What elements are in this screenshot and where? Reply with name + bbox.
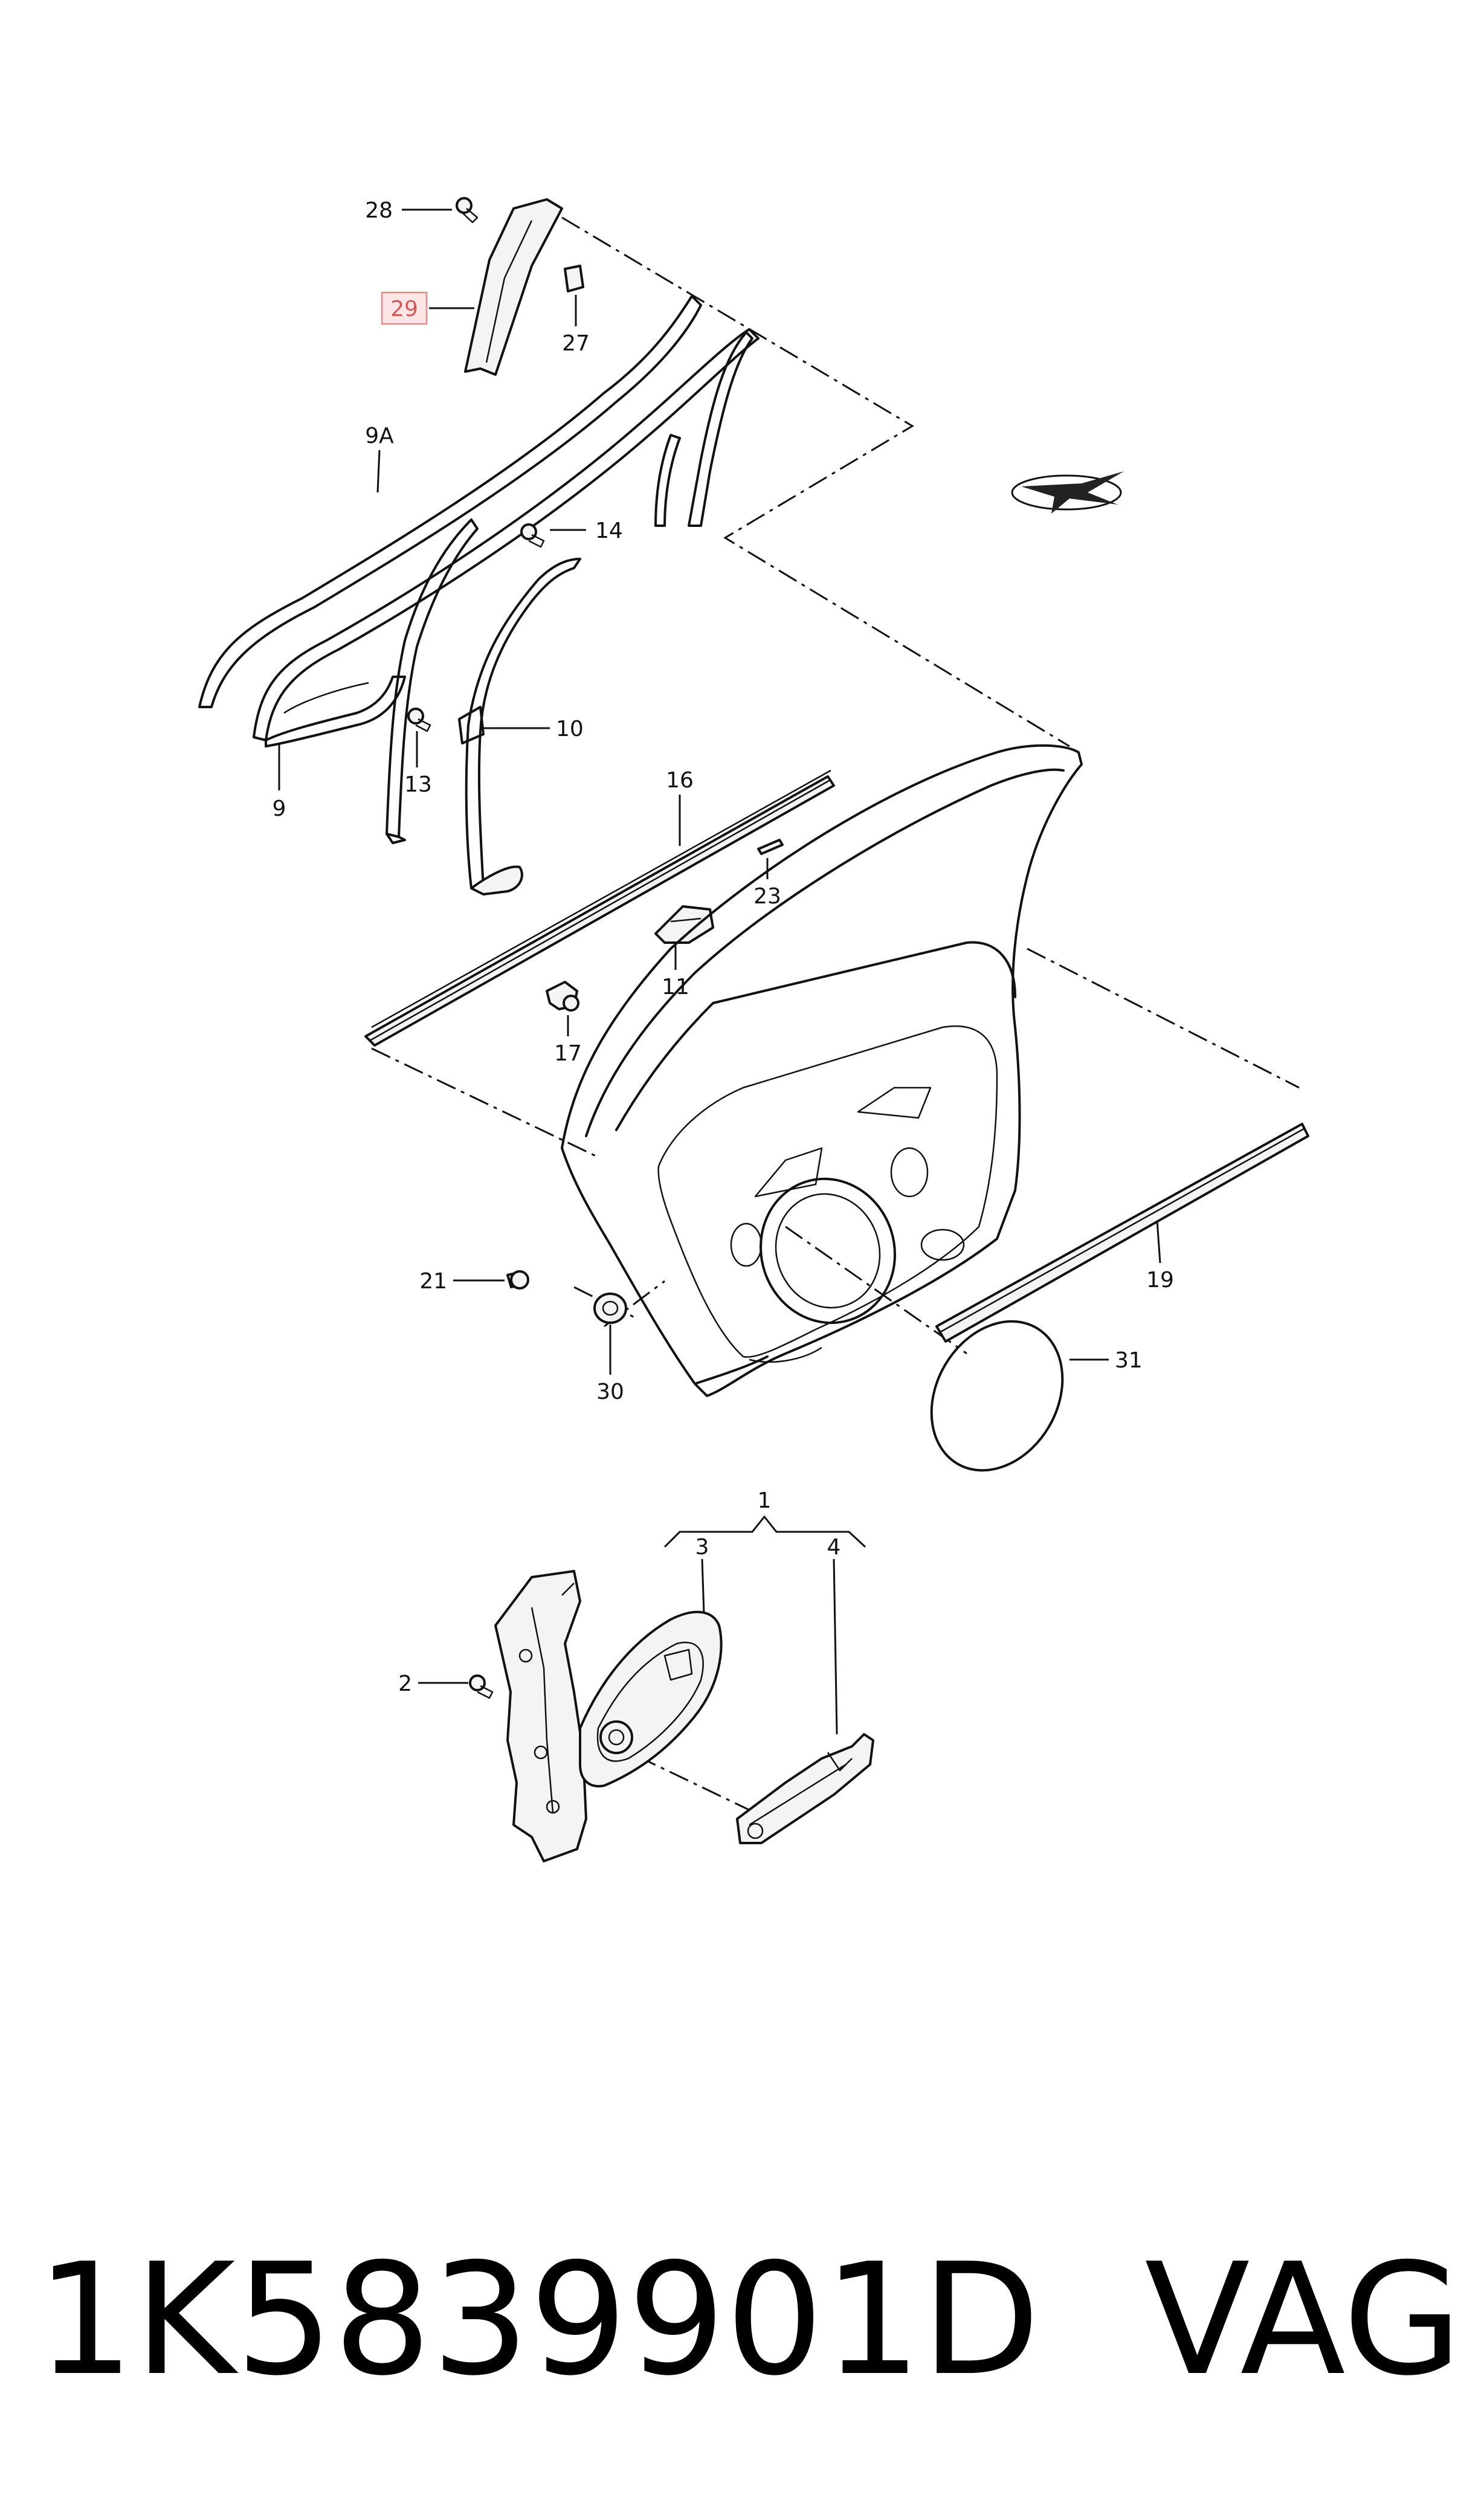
callout-31: 31 — [1115, 1348, 1143, 1373]
callout-21: 21 — [419, 1269, 447, 1294]
callout-23: 23 — [753, 884, 781, 909]
callout-10: 10 — [556, 717, 584, 741]
regulator-rail — [494, 1570, 587, 1862]
callout-27: 27 — [562, 331, 590, 356]
regulator-motor-4 — [736, 1733, 874, 1844]
callout-13: 13 — [404, 772, 432, 797]
brand-label: VAG — [1144, 2230, 1462, 2410]
screw-28 — [456, 197, 479, 224]
guide-rail-10 — [458, 558, 581, 896]
assembly-lines — [371, 216, 1300, 1814]
door-shell — [561, 744, 1083, 1397]
callout-1: 1 — [758, 1488, 772, 1513]
leader-lines — [278, 208, 1161, 1735]
callout-2: 2 — [398, 1671, 412, 1696]
window-trim-29 — [464, 198, 563, 376]
door-frame-seal-9 — [253, 328, 760, 747]
bracket-11 — [654, 905, 714, 944]
window-seal-9a — [198, 295, 702, 708]
callout-4: 4 — [827, 1535, 841, 1560]
callout-29-highlight — [381, 291, 428, 325]
part-number: 1K5839901D — [36, 2230, 1040, 2410]
screw-14 — [520, 523, 545, 548]
clip-17 — [546, 981, 579, 1012]
callout-17: 17 — [554, 1041, 582, 1066]
callout-30: 30 — [596, 1380, 624, 1404]
callout-28: 28 — [365, 198, 393, 223]
callout-9: 9 — [273, 796, 286, 821]
callout-9a: 9A — [365, 424, 394, 448]
screw-21 — [506, 1270, 529, 1290]
manufacturer-logo-icon — [1011, 471, 1124, 514]
footer: 1K5839901D VAG — [36, 2224, 1462, 2417]
callout-14: 14 — [595, 518, 623, 543]
callout-19: 19 — [1146, 1268, 1174, 1293]
sealing-foil-31 — [930, 1320, 1064, 1472]
outer-window-strip-19 — [935, 1123, 1309, 1343]
guide-rail-left — [386, 518, 479, 844]
grommet-30 — [593, 1293, 627, 1324]
callout-labels: 28 29 27 9A 14 13 10 9 16 23 11 17 19 21… — [273, 198, 1174, 1696]
clip-27 — [564, 265, 584, 292]
callout-16: 16 — [666, 768, 694, 793]
callout-3: 3 — [695, 1535, 709, 1560]
regulator-motor-plate-3 — [579, 1610, 723, 1787]
window-channel-16 — [364, 769, 835, 1047]
callout-29: 29 — [390, 297, 418, 321]
regulator-bracket-2-screw — [469, 1674, 494, 1699]
callout-11: 11 — [662, 975, 689, 999]
screw-13 — [407, 708, 431, 732]
clip-23 — [757, 839, 784, 855]
